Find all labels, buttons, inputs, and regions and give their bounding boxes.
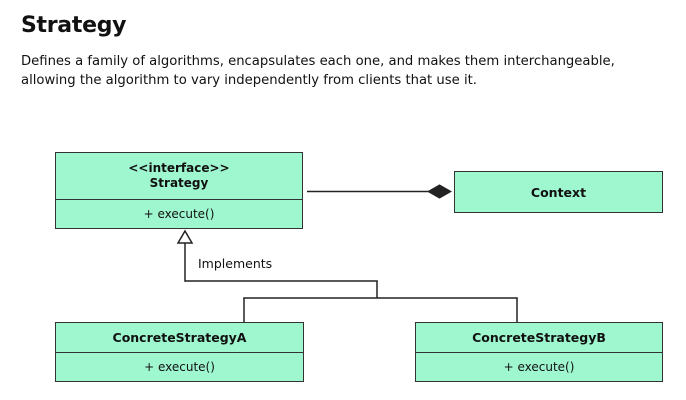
strategy-interface-box: <<interface>> Strategy + execute() <box>55 152 303 229</box>
concrete-strategy-a-method: + execute() <box>144 359 215 374</box>
concrete-strategy-b-name: ConcreteStrategyB <box>416 323 662 353</box>
context-box: Context <box>454 171 663 213</box>
concrete-strategy-a-box: ConcreteStrategyA + execute() <box>55 322 304 382</box>
composition-diamond <box>426 184 453 199</box>
strategy-interface-header: <<interface>> Strategy <box>56 153 302 200</box>
page-description: Defines a family of algorithms, encapsul… <box>21 54 615 88</box>
concrete-strategy-a-name: ConcreteStrategyA <box>56 323 303 353</box>
concrete-strategy-b-method: + execute() <box>503 359 575 374</box>
interface-stereotype: <<interface>> <box>128 161 230 175</box>
strategy-interface-name: Strategy <box>149 176 209 190</box>
page-title: Strategy <box>21 13 127 38</box>
implements-arrowhead <box>176 229 194 244</box>
context-name: Context <box>530 184 587 200</box>
concrete-strategy-b-box: ConcreteStrategyB + execute() <box>415 322 663 382</box>
implements-label: Implements <box>198 256 273 271</box>
strategy-interface-method: + execute() <box>143 206 215 221</box>
